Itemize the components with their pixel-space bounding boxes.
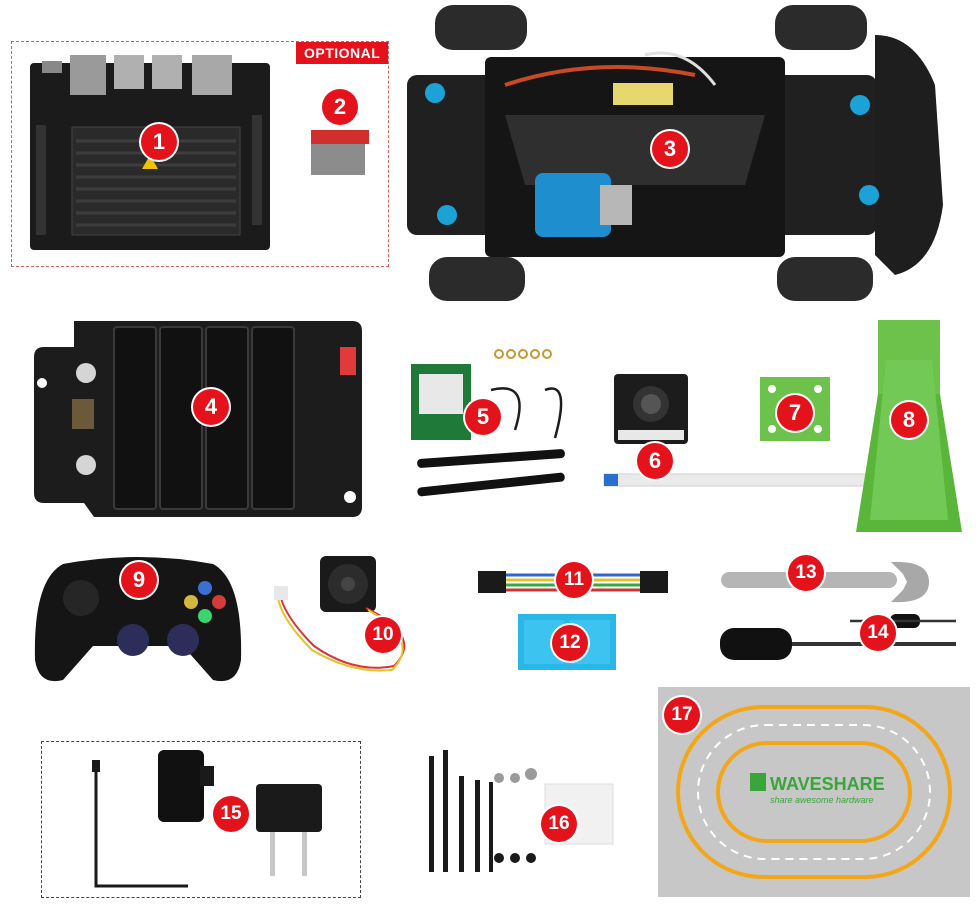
optional-label: OPTIONAL (296, 42, 389, 64)
cooling-fan-icon (274, 556, 406, 672)
power-adapter-frame (41, 741, 361, 898)
item-badge-3: 3 (652, 131, 688, 167)
optional-frame (11, 41, 389, 267)
item-badge-16: 16 (541, 806, 577, 842)
wrench-icon (721, 561, 929, 603)
track-mat-icon (658, 687, 970, 897)
jetson-nano-board-icon (30, 55, 270, 250)
screws-pack-icon (429, 750, 614, 872)
item-badge-11: 11 (556, 562, 592, 598)
item-badge-12: 12 (552, 625, 588, 661)
item-badge-17: 17 (664, 697, 700, 733)
waveshare-logo: WAVESHARE share awesome hardware (770, 774, 885, 805)
item-badge-13: 13 (788, 555, 824, 591)
rc-car-chassis-icon (407, 5, 943, 301)
mat-brand: WAVESHARE (770, 774, 885, 794)
gamepad-icon (34, 557, 242, 682)
camera-module-icon (603, 374, 867, 487)
item-badge-6: 6 (637, 443, 673, 479)
green-bracket-large-icon (856, 320, 962, 532)
mat-slogan: share awesome hardware (770, 795, 874, 805)
micro-sd-card-icon (311, 130, 369, 175)
wireless-card-antennas-icon (411, 349, 565, 497)
item-badge-9: 9 (121, 562, 157, 598)
item-badge-4: 4 (193, 389, 229, 425)
item-badge-2: 2 (322, 89, 358, 125)
item-badge-7: 7 (777, 395, 813, 431)
item-badge-5: 5 (465, 399, 501, 435)
item-badge-8: 8 (891, 402, 927, 438)
item-badge-10: 10 (365, 617, 401, 653)
item-badge-1: 1 (141, 124, 177, 160)
item-badge-15: 15 (213, 796, 249, 832)
screwdrivers-icon (720, 614, 956, 660)
power-adapter-icon (92, 750, 322, 888)
item-badge-14: 14 (860, 615, 896, 651)
